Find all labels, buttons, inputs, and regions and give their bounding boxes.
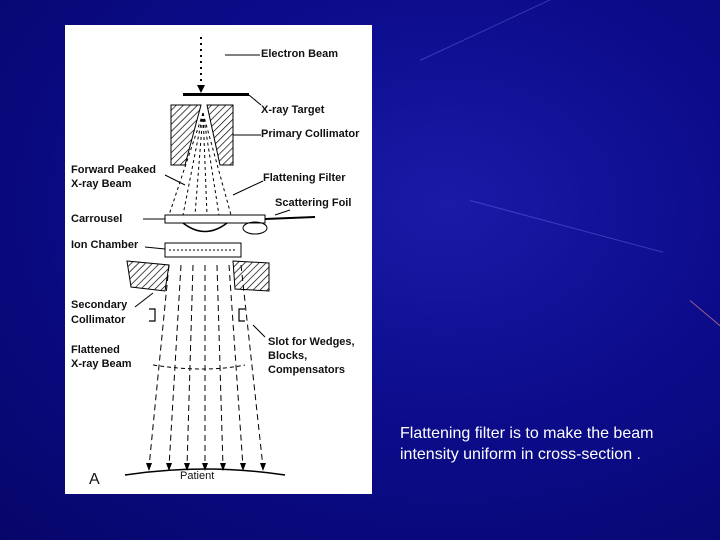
label-forward-peaked-line2: X-ray Beam	[71, 178, 132, 190]
secondary-collimator-right	[232, 260, 270, 292]
diagram-drawing	[124, 37, 316, 476]
label-flattened-line2: X-ray Beam	[71, 358, 132, 370]
beam-arrowheads	[146, 463, 266, 471]
label-primary-collimator: Primary Collimator	[261, 128, 360, 140]
streak-line	[419, 0, 584, 61]
primary-collimator-right	[206, 104, 234, 166]
label-slot-line3: Compensators	[268, 364, 346, 376]
streak-line	[689, 300, 720, 340]
primary-collimator-left	[170, 104, 202, 166]
label-patient: Patient	[180, 470, 215, 482]
label-scattering-foil: Scattering Foil	[275, 197, 352, 209]
electron-beam-arrowhead	[197, 85, 205, 93]
linac-head-diagram: Electron Beam X-ray Target Primary Colli…	[65, 25, 372, 494]
panel-letter: A	[89, 471, 100, 488]
label-forward-peaked-line1: Forward Peaked	[71, 164, 156, 176]
label-secondary-collimator-line1: Secondary	[71, 299, 128, 311]
label-secondary-collimator-line2: Collimator	[71, 314, 126, 326]
caption-text: Flattening filter is to make the beam in…	[400, 425, 654, 463]
carrousel-plate	[164, 214, 266, 224]
label-slot-line1: Slot for Wedges,	[268, 336, 355, 348]
leader-lines	[134, 54, 291, 338]
forward-peaked-beam-lines	[168, 112, 232, 216]
label-flattened-line1: Flattened	[71, 344, 120, 356]
label-flattening-filter: Flattening Filter	[263, 172, 346, 184]
scattering-foil-arm	[264, 216, 316, 220]
patient-surface	[124, 468, 286, 476]
streak-line	[469, 200, 664, 253]
wedge-slot-marks	[149, 308, 245, 322]
flattened-beam-lines	[148, 264, 264, 468]
label-carrousel: Carrousel	[71, 213, 123, 225]
label-xray-target: X-ray Target	[261, 104, 325, 116]
scattering-foil-shape	[242, 221, 268, 235]
secondary-collimator-left	[126, 260, 170, 292]
flattening-filter-shape	[182, 222, 228, 233]
label-slot-line2: Blocks,	[268, 350, 308, 362]
xray-target-shape	[183, 93, 249, 96]
label-electron-beam: Electron Beam	[261, 48, 339, 60]
beam-boundary	[152, 364, 246, 370]
label-ion-chamber: Ion Chamber	[71, 239, 139, 251]
